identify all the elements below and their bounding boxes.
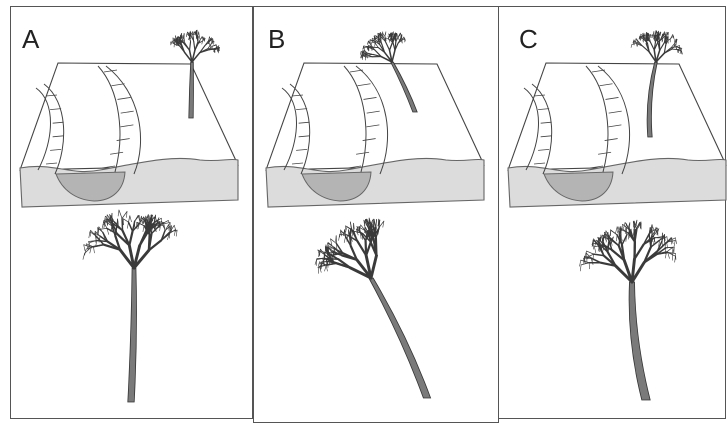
panel-c-label: C <box>519 24 538 54</box>
tree-branch <box>376 238 377 256</box>
tree-branch <box>366 241 367 256</box>
panel-b-label: B <box>268 24 285 54</box>
panel-a-label: A <box>22 24 40 54</box>
